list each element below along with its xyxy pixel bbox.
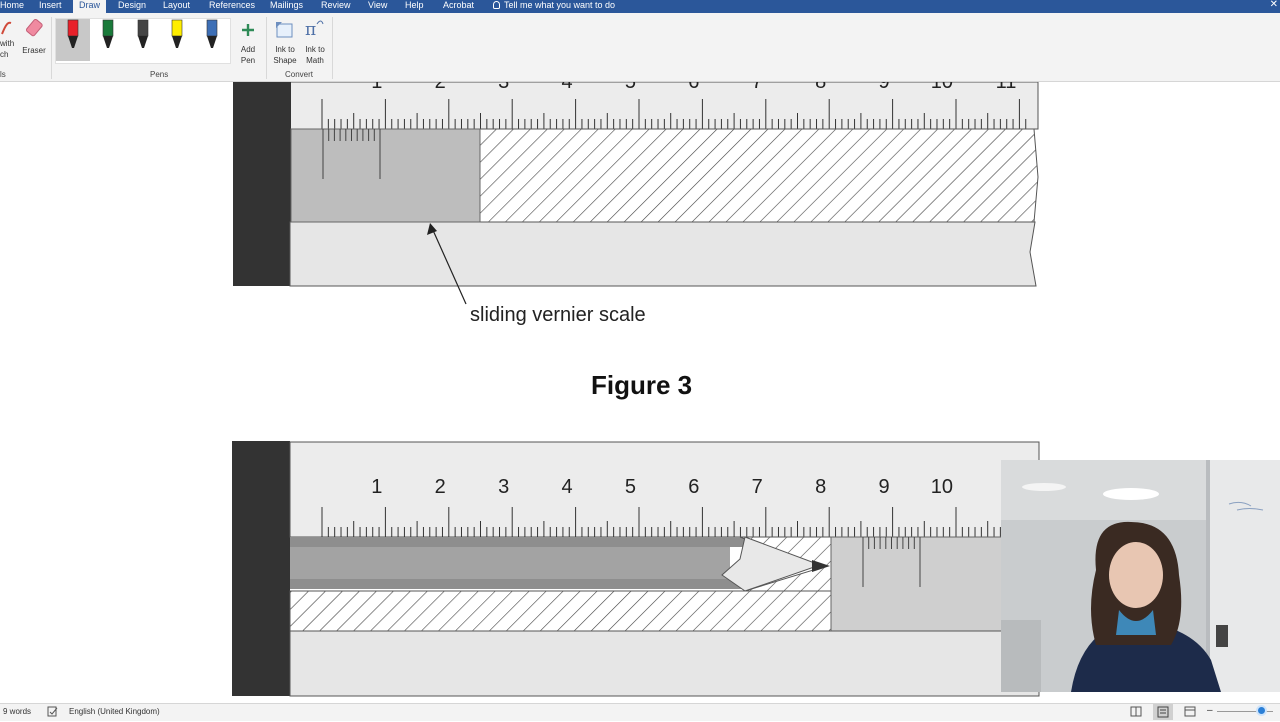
pens-group-label: Pens [150, 70, 169, 79]
pen-4-body [171, 19, 183, 37]
tab-acrobat[interactable]: Acrobat [443, 0, 475, 10]
add-pen-label-1: Add [240, 45, 256, 54]
ruler-number-3: 3 [498, 82, 509, 93]
ink-to-shape-icon [276, 22, 293, 38]
word-count[interactable]: 9 words [3, 707, 32, 716]
language-indicator[interactable]: English (United Kingdom) [69, 707, 160, 716]
web-layout-icon[interactable] [1184, 706, 1196, 719]
draw-ribbon: with ch Eraser ls Pens Add Pen Ink to Sh… [0, 13, 1280, 82]
ruler-number-6: 6 [688, 82, 699, 93]
presenter-webcam [1001, 460, 1280, 692]
ruler-number-11: 11 [996, 82, 1017, 93]
add-pen-label-2: Pen [240, 56, 256, 65]
ruler-number-4: 4 [561, 476, 572, 498]
pen-2-tip [103, 36, 113, 48]
ruler-number-6: 6 [688, 476, 699, 498]
ruler-number-7: 7 [752, 82, 763, 93]
pen-4-tip [172, 36, 182, 48]
ink-to-math-label-1: Ink to [305, 45, 325, 54]
tab-mailings[interactable]: Mailings [270, 0, 304, 10]
tab-home[interactable]: Home [0, 0, 25, 10]
ruler-number-10: 10 [931, 476, 953, 498]
tab-draw[interactable]: Draw [73, 0, 107, 13]
tools-group-label: ls [0, 70, 6, 79]
tell-me-search[interactable]: Tell me what you want to do [493, 0, 615, 13]
ink-to-math-icon: π [305, 20, 324, 40]
ruler-number-9: 9 [878, 476, 889, 498]
ruler-number-7: 7 [752, 476, 763, 498]
figure-title: Figure 3 [591, 370, 693, 400]
figure-caption-label: sliding vernier scale [470, 304, 646, 326]
ruler-number-1: 1 [371, 476, 382, 498]
tab-help[interactable]: Help [405, 0, 424, 10]
tab-references[interactable]: References [209, 0, 256, 10]
ruler-number-1: 1 [371, 82, 382, 93]
plus-icon [242, 24, 254, 36]
zoom-out-icon[interactable]: – [1207, 705, 1213, 716]
draw-with-touch-button[interactable]: with ch [0, 17, 20, 61]
vernier-caliper-figure-top: 1 2 3 4 5 6 7 8 9 10 11 [233, 82, 1039, 305]
ribbon-tab-bar: Home Insert Draw Design Layout Reference… [0, 0, 1280, 13]
ink-to-shape-button[interactable]: Ink to Shape [270, 18, 300, 66]
ink-to-math-button[interactable]: π Ink to Math [300, 18, 330, 66]
ruler-number-8: 8 [815, 476, 826, 498]
ink-to-shape-label-2: Shape [273, 56, 297, 65]
tab-review[interactable]: Review [321, 0, 351, 10]
ruler-number-2: 2 [435, 476, 446, 498]
pen-3-tip [138, 36, 148, 48]
tab-view[interactable]: View [368, 0, 388, 10]
close-icon[interactable]: ✕ [1269, 0, 1278, 10]
pen-1-body [67, 19, 79, 37]
status-bar: 9 words English (United Kingdom) – [0, 703, 1280, 721]
group-divider [51, 17, 52, 79]
convert-group-label: Convert [285, 70, 314, 79]
ruler-number-9: 9 [878, 82, 889, 93]
eraser-label: Eraser [22, 46, 46, 55]
draw-with-touch-label-2: ch [0, 50, 9, 59]
ruler-number-10: 10 [931, 82, 953, 93]
ruler-number-8: 8 [815, 82, 826, 93]
pen-5-tip [207, 36, 217, 48]
pen-5-body [206, 19, 218, 37]
ruler-number-4: 4 [561, 82, 572, 93]
proofing-icon[interactable] [47, 706, 58, 719]
pen-3-body [137, 19, 149, 37]
eraser-button[interactable]: Eraser [21, 17, 47, 61]
tab-layout[interactable]: Layout [163, 0, 191, 10]
touch-draw-icon [1, 21, 12, 35]
zoom-slider-track[interactable] [1217, 711, 1273, 712]
read-mode-icon[interactable] [1130, 706, 1142, 719]
svg-text:π: π [305, 20, 316, 40]
ruler-number-2: 2 [435, 82, 446, 93]
ink-to-math-label-2: Math [306, 56, 324, 65]
tab-design[interactable]: Design [118, 0, 147, 10]
print-layout-icon[interactable] [1153, 704, 1173, 720]
tell-me-label: Tell me what you want to do [504, 0, 616, 10]
eraser-icon [25, 19, 43, 37]
webcam-video-frame [1001, 460, 1280, 692]
pens-row [67, 19, 218, 48]
group-divider [266, 17, 267, 79]
lightbulb-icon [493, 1, 500, 9]
tab-insert[interactable]: Insert [39, 0, 62, 10]
ink-to-shape-label-1: Ink to [275, 45, 295, 54]
ruler-number-5: 5 [625, 476, 636, 498]
group-divider [332, 17, 333, 79]
pen-2-body [102, 19, 114, 37]
draw-with-touch-label-1: with [0, 39, 15, 48]
pen-1-tip [68, 36, 78, 48]
ruler-number-3: 3 [498, 476, 509, 498]
zoom-slider-handle[interactable] [1256, 705, 1267, 716]
add-pen-button[interactable]: Add Pen [234, 21, 262, 67]
ruler-number-5: 5 [625, 82, 636, 93]
